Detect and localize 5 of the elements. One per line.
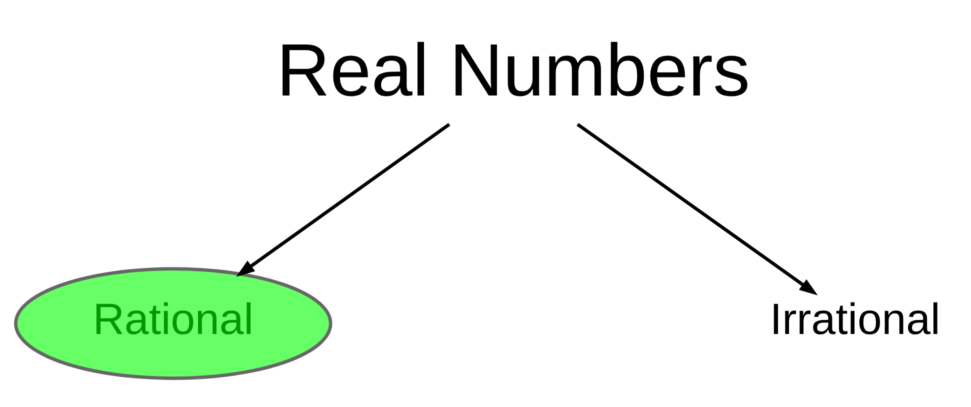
node-text: Irrational	[770, 294, 940, 344]
arrow	[576, 122, 818, 295]
node-ellipse: Rational	[14, 266, 332, 380]
node-text: Real Numbers	[276, 28, 750, 112]
arrow	[236, 122, 450, 276]
